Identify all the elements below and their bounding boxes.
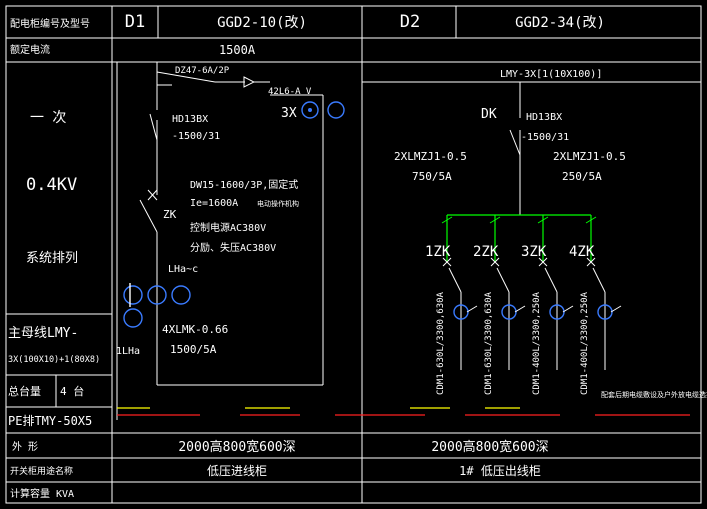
use1: 低压进线柜 bbox=[207, 464, 267, 478]
feeder-breaker-blade bbox=[592, 267, 606, 293]
cab2-bus: LMY-3X[1(10X100)] bbox=[500, 69, 602, 80]
feeder-ct-icon bbox=[501, 304, 517, 320]
feeder-cross bbox=[490, 257, 500, 267]
feeder-tag: 2ZK bbox=[473, 244, 499, 260]
system-label: 系统排列 bbox=[26, 251, 78, 266]
cab1-model: GGD2-10(改) bbox=[217, 15, 307, 31]
dim1: 2000高800宽600深 bbox=[178, 439, 295, 455]
feeder-cross bbox=[586, 257, 596, 267]
cab1-ctrl-v: 控制电源AC380V bbox=[190, 221, 266, 234]
feeder-ct-icon bbox=[453, 304, 469, 320]
total-label: 总台量 bbox=[8, 384, 41, 398]
cab2-ct-left-model: 2XLMZJ1-0.5 bbox=[394, 150, 467, 163]
cab2-ct-right-ratio: 250/5A bbox=[562, 170, 602, 183]
cab1-switch-rating: -1500/31 bbox=[172, 131, 220, 142]
table-frame bbox=[5, 5, 702, 504]
feeder-tick bbox=[585, 216, 597, 224]
feeder-cross bbox=[538, 257, 548, 267]
cab2-switch-model: HD13BX bbox=[526, 112, 562, 123]
feeder-tag: 4ZK bbox=[569, 244, 595, 260]
feeder-ct-lead bbox=[466, 305, 478, 313]
feeder-breaker-label: CDM1-630L/3300,630A bbox=[436, 291, 446, 395]
feeder-cross bbox=[442, 257, 452, 267]
feeder-breaker-blade bbox=[448, 267, 462, 293]
cab1-shunt-v: 分励、失压AC380V bbox=[190, 241, 276, 254]
cab2-ct-left-ratio: 750/5A bbox=[412, 170, 452, 183]
cab2-id: D2 bbox=[400, 12, 420, 32]
cab1-meter-count: 3X bbox=[281, 106, 297, 121]
feeder-tick bbox=[489, 216, 501, 224]
use-label: 开关柜用途名称 bbox=[10, 465, 73, 477]
feeder-breaker-blade bbox=[496, 267, 510, 293]
feeder-ct-icon bbox=[597, 304, 613, 320]
feeder-ct-lead bbox=[562, 305, 574, 313]
ammeter-icon bbox=[301, 101, 319, 119]
feeder-layer: 1ZK CDM1-630L/3300,630A 2ZK CDM1-630L/3300,… bbox=[425, 214, 622, 395]
cap-label: 计算容量 KVA bbox=[10, 487, 74, 500]
feeder-tick bbox=[537, 216, 549, 224]
cab1-breaker-top: DZ47-6A/2P bbox=[175, 66, 230, 76]
feeder-breaker-label: CDM1-630L/3300,630A bbox=[484, 291, 494, 395]
pe-label: PE排TMY-50X5 bbox=[8, 414, 92, 428]
feeder-ct-lead bbox=[610, 305, 622, 313]
cab1-ct-model: 4XLMK-0.66 bbox=[162, 323, 228, 336]
cab2-ct-right-model: 2XLMZJ1-0.5 bbox=[553, 150, 626, 163]
feeder-tick bbox=[441, 216, 453, 224]
cab1-meter: 42L6-A V bbox=[268, 87, 312, 97]
feeder-tag: 1ZK bbox=[425, 244, 451, 260]
dim-label: 外 形 bbox=[12, 441, 38, 453]
cab2-switch-rating: -1500/31 bbox=[521, 132, 569, 143]
feeder-ct-icon bbox=[549, 304, 565, 320]
cab1-ie: Ie=1600A bbox=[190, 198, 238, 209]
feeder-breaker-label: CDM1-400L/3300,250A bbox=[580, 291, 590, 395]
cab1-wiring bbox=[116, 62, 324, 420]
feeder-breaker-label: CDM1-400L/3300,250A bbox=[532, 291, 542, 395]
rated-value: 1500A bbox=[219, 43, 256, 57]
cab2-wiring bbox=[362, 81, 701, 215]
cab1-dw-model: DW15-1600/3P,固定式 bbox=[190, 178, 298, 191]
cab2-note: 配套后期电缆敷设及户外放电缆选择 bbox=[601, 390, 707, 399]
header-row-label: 配电柜编号及型号 bbox=[10, 17, 90, 30]
dim2: 2000高800宽600深 bbox=[431, 439, 548, 455]
cab1-switch-model: HD13BX bbox=[172, 114, 208, 125]
cab1-ct-ratio: 1500/5A bbox=[170, 343, 217, 356]
cab1-lh-tag: LHa~c bbox=[168, 264, 198, 275]
voltage-label: 0.4KV bbox=[26, 175, 77, 195]
primary-label: 一 次 bbox=[30, 110, 66, 126]
total-value: 4 台 bbox=[60, 384, 84, 398]
cab1-ie-note: 电动操作机构 bbox=[257, 199, 299, 208]
use2: 1# 低压出线柜 bbox=[459, 464, 541, 478]
cab1-zk: ZK bbox=[163, 208, 177, 221]
voltmeter-icon bbox=[327, 101, 345, 119]
cab2-model: GGD2-34(改) bbox=[515, 15, 605, 31]
cab2-dk: DK bbox=[481, 107, 497, 122]
pe-dashes bbox=[117, 407, 690, 416]
busbar-label-b: 3X(100X10)+1(80X8) bbox=[8, 355, 100, 365]
cab1-ct-group bbox=[123, 283, 191, 328]
feeder-tag: 3ZK bbox=[521, 244, 547, 260]
rated-label: 额定电流 bbox=[10, 43, 50, 56]
cab1-lh: 1LHa bbox=[116, 346, 140, 357]
feeder-ct-lead bbox=[514, 305, 526, 313]
busbar-label-a: 主母线LMY- bbox=[8, 326, 78, 341]
cab1-id: D1 bbox=[125, 12, 145, 32]
feeder-breaker-blade bbox=[544, 267, 558, 293]
